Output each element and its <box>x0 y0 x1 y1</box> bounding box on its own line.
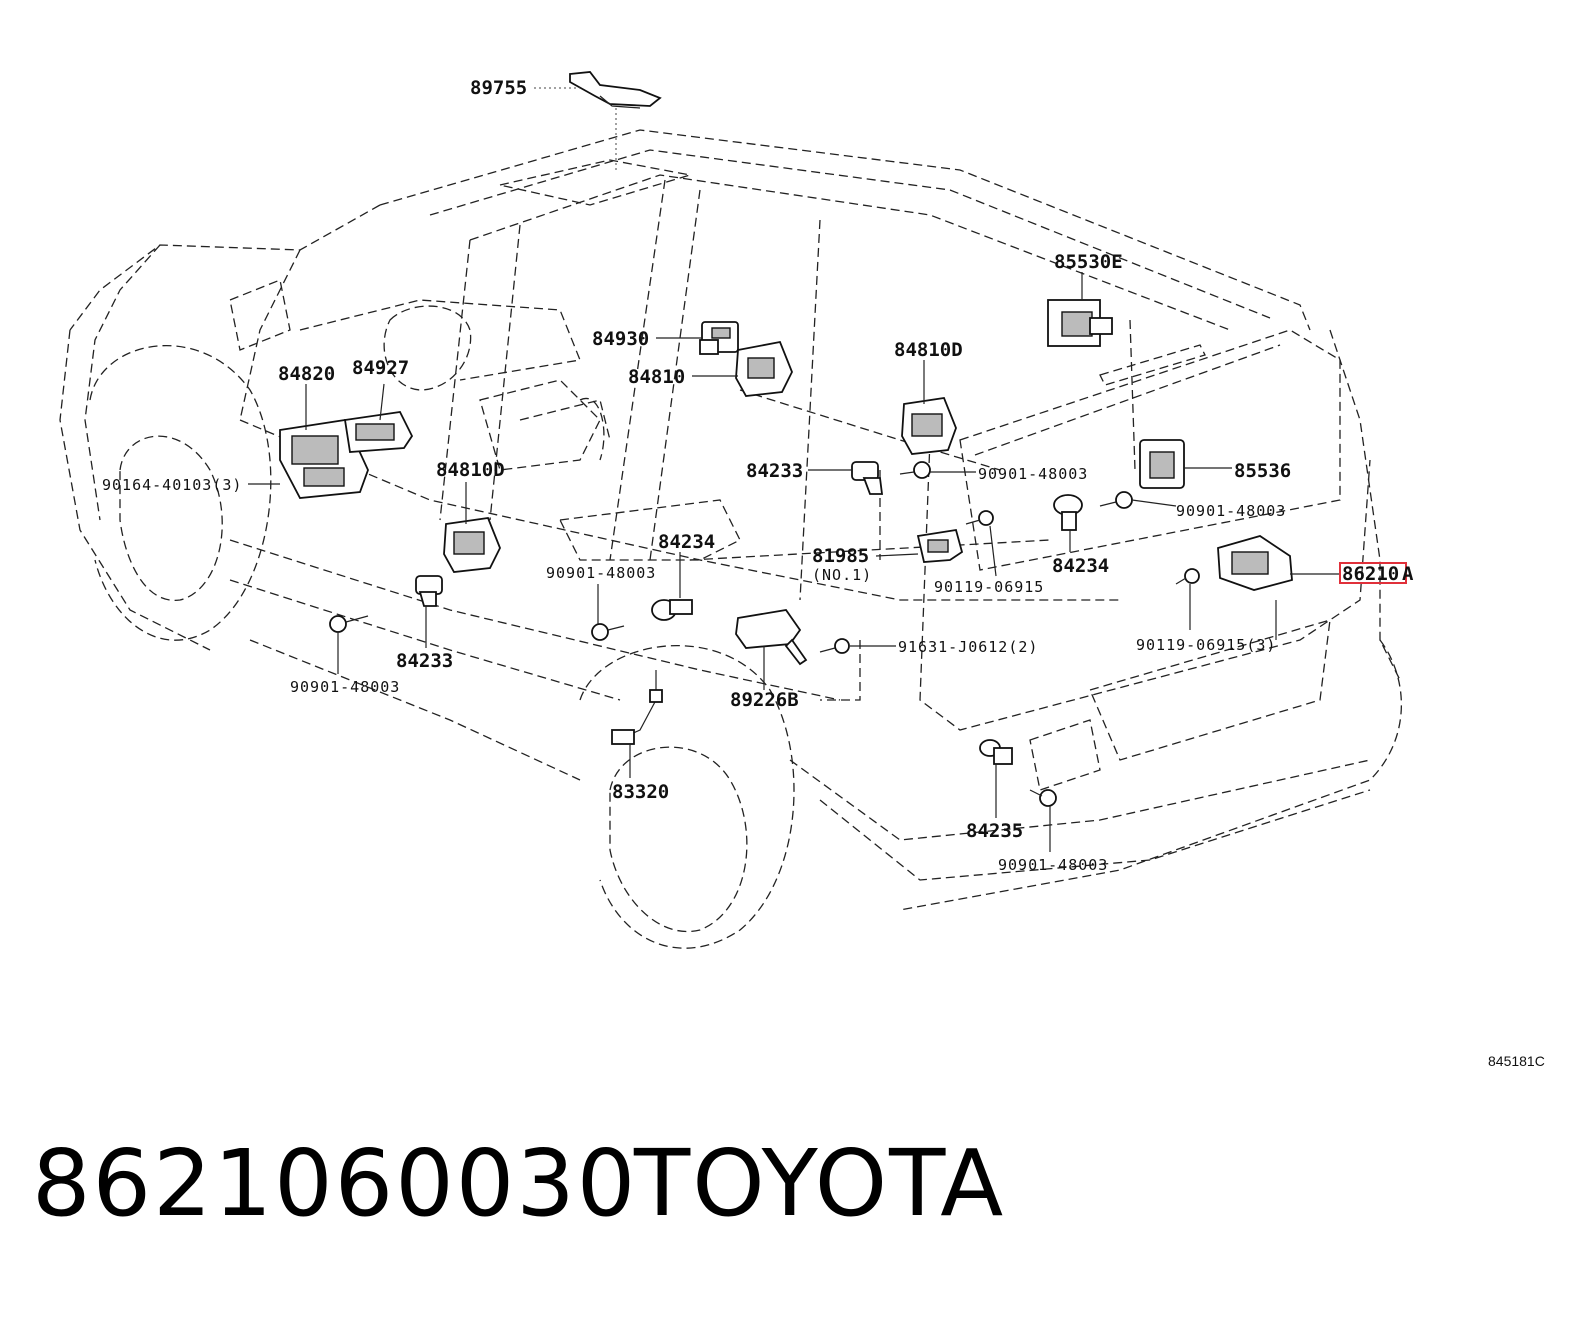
part-85530e-icon <box>1047 299 1113 347</box>
label-81985-sub: (NO.1) <box>812 566 872 584</box>
label-90901-d: 90901-48003 <box>290 678 400 696</box>
part-84927-icon <box>343 411 414 453</box>
part-84233-b-icon <box>415 575 443 607</box>
part-83320-icon <box>611 670 663 745</box>
part-89226b-icon <box>735 609 808 666</box>
label-90164: 90164-40103(3) <box>102 476 242 494</box>
label-90119-a: 90119-06915 <box>934 578 1044 596</box>
label-84810: 84810 <box>628 366 685 388</box>
part-86210a-icon <box>1217 535 1293 591</box>
part-90901-d-icon <box>329 615 369 633</box>
part-labels: 89755 85530E 84930 84810 84810D 84820 84… <box>102 77 1545 1069</box>
part-91631-icon <box>819 638 850 654</box>
part-84810-icon <box>735 340 793 397</box>
label-84930: 84930 <box>592 328 649 350</box>
label-84233-b: 84233 <box>396 650 453 672</box>
vehicle-outline <box>59 129 1403 949</box>
label-89226b: 89226B <box>730 689 799 711</box>
part-number-heading: 8621060030 <box>32 1130 638 1237</box>
label-90901-e: 90901-48003 <box>998 856 1108 874</box>
part-90901-e-icon <box>1029 789 1057 807</box>
label-84810d-mid: 84810D <box>436 459 505 481</box>
label-90119-b: 90119-06915(3) <box>1136 636 1276 654</box>
part-84234-a-icon <box>651 599 693 621</box>
parts <box>279 71 1293 807</box>
label-90901-c: 90901-48003 <box>546 564 656 582</box>
part-84930-icon <box>699 321 739 355</box>
label-83320: 83320 <box>612 781 669 803</box>
label-84234-b: 84234 <box>1052 555 1109 577</box>
part-81985-icon <box>916 528 964 563</box>
label-89755: 89755 <box>470 77 527 99</box>
part-90119-b-icon <box>1175 568 1200 585</box>
label-85530e: 85530E <box>1054 251 1123 273</box>
diagram-ref-code: 845181C <box>1488 1053 1545 1069</box>
label-84927: 84927 <box>352 357 409 379</box>
label-84810d-top: 84810D <box>894 339 963 361</box>
label-90901-a: 90901-48003 <box>978 465 1088 483</box>
leader-lines <box>248 87 1340 852</box>
part-84810d-top-icon <box>901 397 957 455</box>
part-84234-b-icon <box>1053 494 1083 531</box>
label-91631: 91631-J0612(2) <box>898 638 1038 656</box>
part-90901-a-icon <box>899 461 931 479</box>
part-90901-b-icon <box>1099 491 1133 509</box>
part-90119-a-icon <box>965 510 994 526</box>
label-84820: 84820 <box>278 363 335 385</box>
label-81985: 81985 <box>812 545 869 567</box>
part-90901-c-icon <box>591 623 625 641</box>
label-90901-b: 90901-48003 <box>1176 502 1286 520</box>
part-85536-icon <box>1139 439 1185 489</box>
label-84234-a: 84234 <box>658 531 715 553</box>
part-84820-icon <box>279 419 369 499</box>
part-84235-icon <box>979 739 1013 765</box>
brand-heading: TOYOTA <box>634 1130 1006 1237</box>
label-84233-a: 84233 <box>746 460 803 482</box>
label-84235: 84235 <box>966 820 1023 842</box>
part-84810d-mid-icon <box>443 517 501 573</box>
part-89755-icon <box>569 71 662 109</box>
part-84233-a-icon <box>851 461 884 495</box>
label-86210-highlight: 86210 A <box>1339 562 1414 585</box>
label-86210-suffix: A <box>1402 563 1414 585</box>
label-86210: 86210 <box>1342 563 1399 585</box>
label-85536: 85536 <box>1234 460 1291 482</box>
